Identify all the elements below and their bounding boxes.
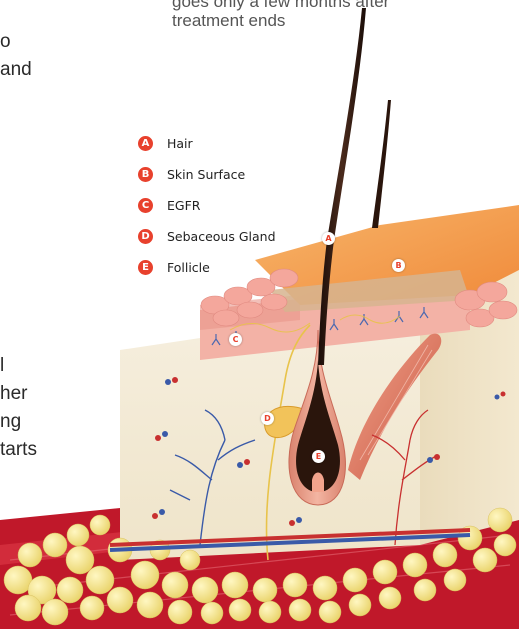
legend-item-sebaceous-gland: D Sebaceous Gland	[138, 229, 276, 244]
marker-c-egfr: C	[229, 333, 242, 346]
article-fragment-3: l	[0, 355, 4, 377]
caption-line-2: treatment ends	[172, 11, 389, 30]
legend-label-egfr: EGFR	[167, 198, 200, 213]
caption-line-1: goes only a few months after	[172, 0, 389, 11]
legend-item-hair: A Hair	[138, 136, 276, 151]
article-fragment-5: ng	[0, 411, 21, 433]
legend-badge-d: D	[138, 229, 153, 244]
caption-text: goes only a few months after treatment e…	[172, 0, 389, 30]
article-fragment-6: tarts	[0, 439, 37, 461]
legend-item-egfr: C EGFR	[138, 198, 276, 213]
hair-shaft-secondary	[372, 100, 391, 228]
legend-item-skin-surface: B Skin Surface	[138, 167, 276, 182]
legend-label-follicle: Follicle	[167, 260, 210, 275]
legend-label-skin-surface: Skin Surface	[167, 167, 245, 182]
diagram-legend: A Hair B Skin Surface C EGFR D Sebaceous…	[138, 136, 276, 291]
article-fragment-1: o	[0, 31, 11, 53]
marker-a-hair: A	[322, 232, 335, 245]
legend-badge-c: C	[138, 198, 153, 213]
marker-d-sebaceous-gland: D	[261, 412, 274, 425]
legend-label-hair: Hair	[167, 136, 193, 151]
marker-b-skin-surface: B	[392, 259, 405, 272]
legend-badge-a: A	[138, 136, 153, 151]
legend-item-follicle: E Follicle	[138, 260, 276, 275]
article-fragment-4: her	[0, 383, 27, 405]
legend-badge-b: B	[138, 167, 153, 182]
marker-e-follicle: E	[312, 450, 325, 463]
legend-badge-e: E	[138, 260, 153, 275]
article-fragment-2: and	[0, 59, 32, 81]
legend-label-sebaceous-gland: Sebaceous Gland	[167, 229, 276, 244]
